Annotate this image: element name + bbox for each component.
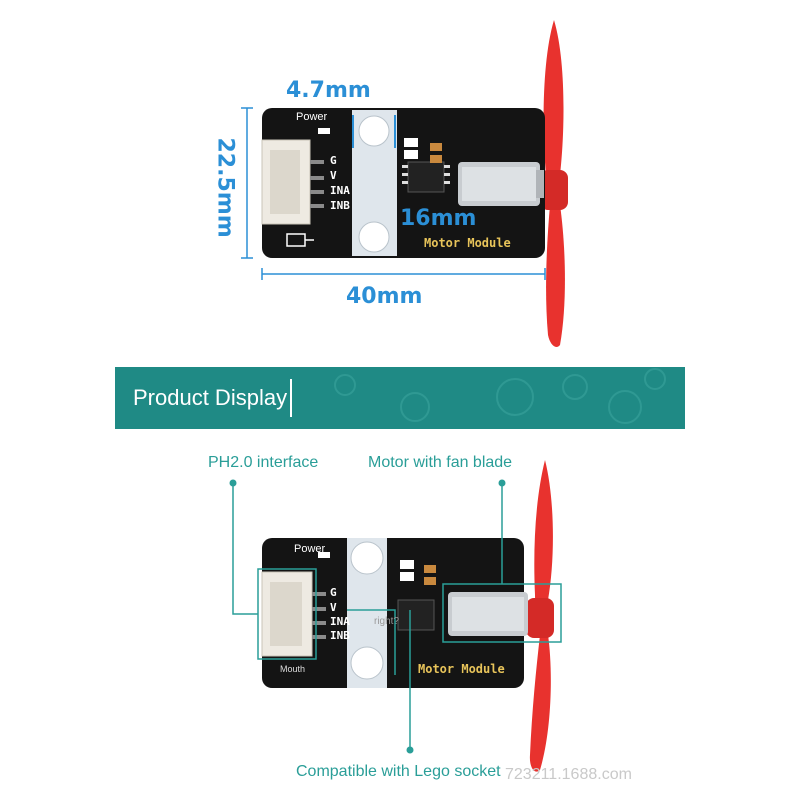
top-pin-inb: INB	[330, 199, 350, 212]
top-power-label: Power	[296, 111, 328, 123]
top-module-illustration	[241, 20, 568, 347]
banner-gear-pattern	[334, 368, 666, 424]
bottom-pin-ina: INA	[330, 615, 350, 628]
dim-bracket-width: 16mm	[400, 206, 477, 231]
dim-width: 40mm	[346, 284, 423, 309]
callout-motor-fan-blade: Motor with fan blade	[368, 454, 513, 471]
banner-divider	[290, 379, 292, 417]
bottom-module-label: Motor Module	[418, 662, 505, 676]
bottom-mouth-label: Mouth	[280, 664, 306, 674]
bottom-power-label: Power	[294, 543, 326, 555]
dim-hole-spacing: 4.7mm	[286, 78, 371, 103]
callout-lego-socket: Compatible with Lego socket	[296, 763, 501, 780]
top-module-label: Motor Module	[424, 236, 511, 250]
top-propeller	[540, 20, 568, 347]
dim-height: 22.5mm	[212, 137, 238, 238]
bottom-pcb	[262, 538, 524, 688]
bottom-propeller	[526, 460, 554, 772]
bottom-pin-v: V	[330, 601, 337, 614]
top-pin-v: V	[330, 169, 337, 182]
callout-ph20-interface: PH2.0 interface	[208, 454, 319, 471]
bottom-module-illustration	[229, 460, 562, 772]
bottom-pin-g: G	[330, 586, 337, 599]
bottom-right-label: right?	[374, 616, 400, 627]
banner-title: Product Display	[133, 385, 288, 410]
top-pin-g: G	[330, 154, 337, 167]
top-pin-ina: INA	[330, 184, 350, 197]
product-display-banner: Product Display	[115, 367, 685, 429]
bottom-pin-inb: INB	[330, 629, 350, 642]
watermark-text: 723211.1688.com	[505, 766, 632, 783]
